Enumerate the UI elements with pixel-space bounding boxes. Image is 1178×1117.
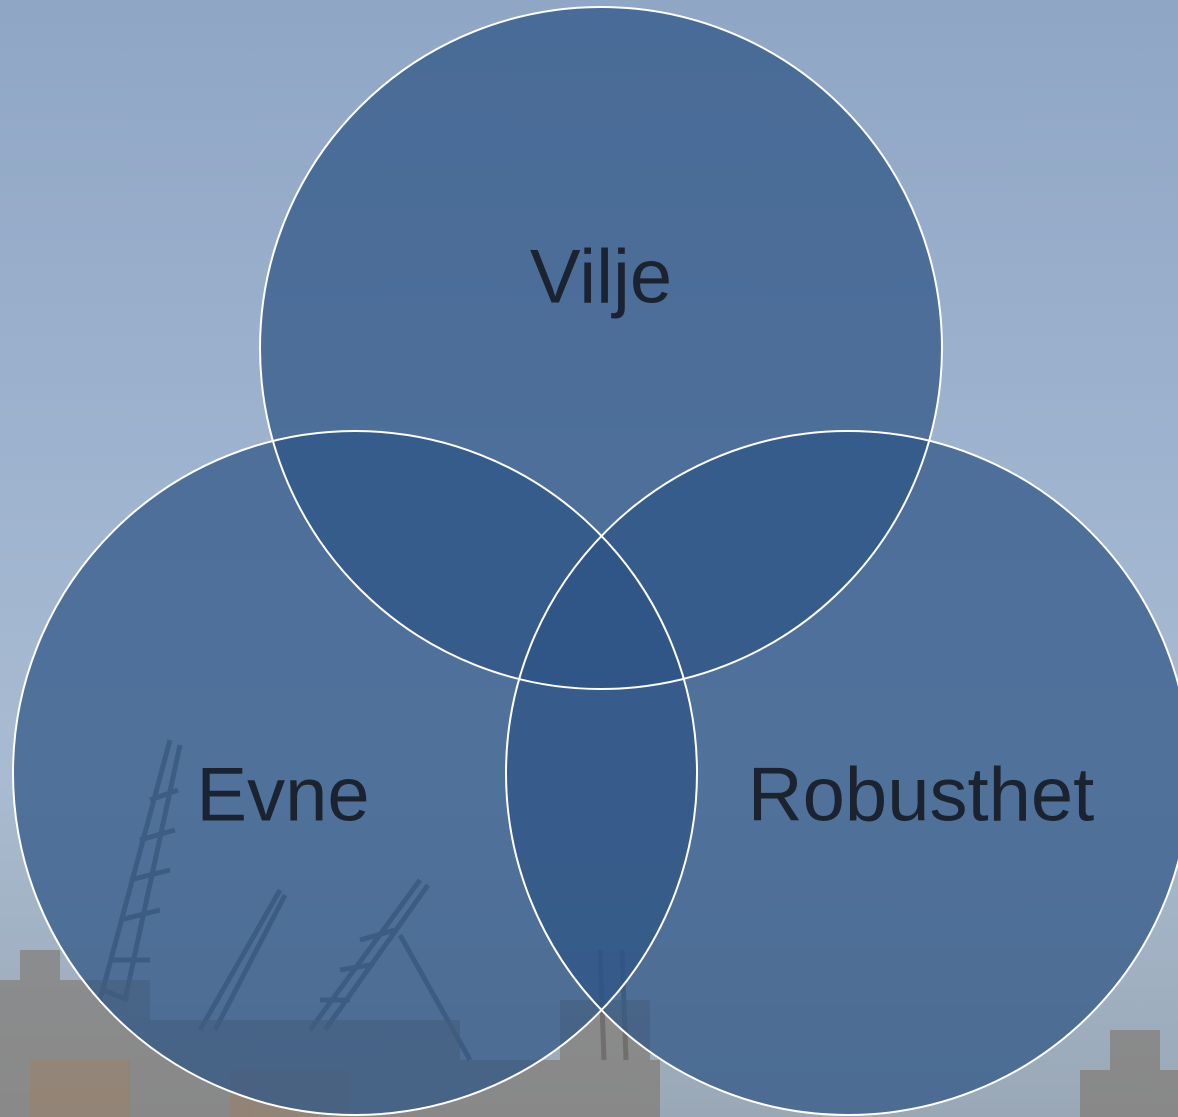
venn-circle-left-outline <box>12 430 698 1116</box>
venn-circle-top-outline <box>259 6 943 690</box>
venn-label-right: Robusthet <box>747 752 1095 838</box>
venn-label-left: Evne <box>196 752 370 838</box>
venn-circle-right-outline <box>505 430 1178 1116</box>
venn-circle-right <box>506 431 1178 1115</box>
venn-circle-left <box>13 431 697 1115</box>
venn-label-top: Vilje <box>529 234 673 320</box>
